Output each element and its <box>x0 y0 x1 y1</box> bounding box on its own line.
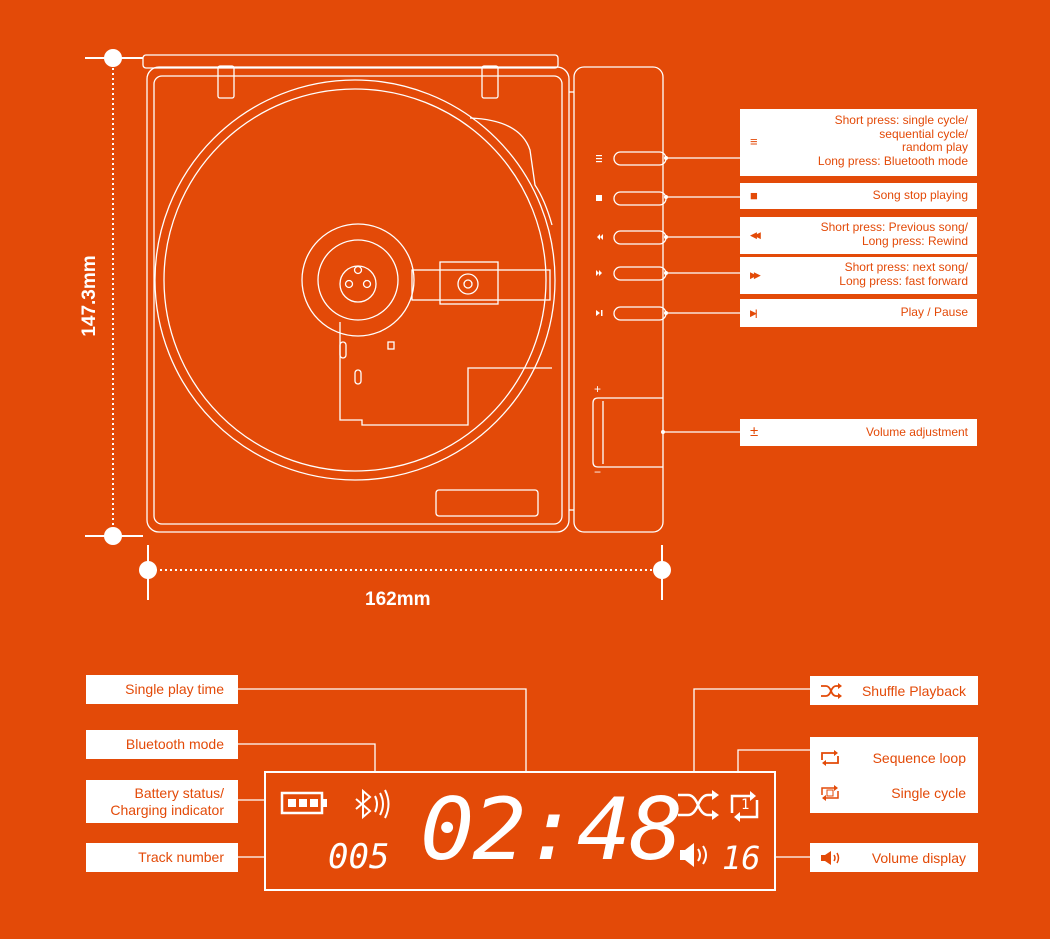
rewind-icon: ◀◀ <box>750 230 761 240</box>
volume-plus-mark: + <box>594 382 602 396</box>
fast-forward-icon: ▶▶ <box>750 270 761 280</box>
repeat-one-icon <box>821 784 839 801</box>
disc-notch <box>469 117 553 226</box>
hub-inner <box>317 239 399 321</box>
list-mode-icon: ≡ <box>750 134 758 149</box>
label-single-cycle: Single cycle <box>810 778 978 807</box>
callout-mode-line-2: sequential cycle/ <box>879 126 968 141</box>
display-window <box>435 489 539 517</box>
label-volume-display-text: Volume display <box>871 849 966 866</box>
lcd-panel <box>264 771 776 891</box>
callout-mode-line-4: Long press: Bluetooth mode <box>817 153 968 168</box>
laser-head <box>439 261 499 305</box>
label-sequence-loop-text: Sequence loop <box>872 749 966 766</box>
width-dimension: 162mm <box>365 589 431 610</box>
label-single-cycle-text: Single cycle <box>891 784 966 801</box>
volume-rocker <box>592 397 663 468</box>
callout-next-line-2: Long press: fast forward <box>839 273 968 288</box>
callout-play-pause-line-1: Play / Pause <box>900 305 968 319</box>
lid-outline <box>142 54 559 69</box>
battery-icon <box>280 791 327 815</box>
play-pause-icon: ▶|| <box>750 308 757 318</box>
label-bluetooth-mode: Bluetooth mode <box>86 730 238 759</box>
label-shuffle-playback: Shuffle Playback <box>810 676 978 705</box>
lcd-bluetooth-icon <box>355 788 390 820</box>
lcd-shuffle-icon <box>678 793 714 817</box>
disc-groove <box>163 88 547 472</box>
callout-previous: ◀◀ Short press: Previous song/ Long pres… <box>740 217 977 254</box>
label-sequence-loop: Sequence loop <box>810 743 978 772</box>
callout-mode-line-3: random play <box>901 140 968 154</box>
repeat-icon <box>821 749 839 766</box>
lid-clip-left <box>217 65 235 99</box>
lcd-time-readout: 02:48 <box>420 780 683 880</box>
callout-stop-line-1: Song stop playing <box>872 188 968 202</box>
lcd-single-cycle-icon <box>730 794 759 819</box>
lcd-volume-readout: 16 <box>722 839 761 877</box>
shuffle-icon <box>821 682 842 699</box>
callout-previous-line-2: Long press: Rewind <box>861 233 968 248</box>
laser-rail <box>411 269 551 301</box>
callout-previous-line-1: Short press: Previous song/ <box>820 220 968 234</box>
height-dimension: 147.3mm <box>79 255 100 337</box>
body-outline <box>146 66 570 533</box>
callout-volume-line-1: Volume adjustment <box>865 425 968 439</box>
label-shuffle-playback-text: Shuffle Playback <box>861 682 966 699</box>
lid-clip-right <box>481 65 499 99</box>
volume-minus-mark: − <box>594 465 602 479</box>
label-volume-display: Volume display <box>810 843 978 872</box>
callout-stop: ■ Song stop playing <box>740 183 977 209</box>
label-battery-status: Battery status/ Charging indicator <box>86 780 238 823</box>
callout-play-pause: ▶|| Play / Pause <box>740 299 977 327</box>
disc-outer <box>154 79 556 481</box>
volume-plus-minus-icon: ± <box>750 423 759 440</box>
label-single-play-time: Single play time <box>86 675 238 704</box>
callout-volume: ± Volume adjustment <box>740 419 977 446</box>
lcd-speaker-icon <box>680 843 694 867</box>
label-track-number: Track number <box>86 843 238 872</box>
body-inner <box>153 75 563 525</box>
side-panel <box>573 66 664 533</box>
callout-mode-line-1: Short press: single cycle/ <box>834 113 968 127</box>
label-loop-group <box>810 737 978 813</box>
hub-ring <box>301 223 415 337</box>
callout-mode: ≡ Short press: single cycle/ sequential … <box>740 109 977 176</box>
lcd-single-cycle-digit: 1 <box>741 797 750 813</box>
stop-icon: ■ <box>750 188 758 203</box>
speaker-icon <box>821 850 840 865</box>
lcd-track-readout: 005 <box>328 837 390 877</box>
callout-next-line-1: Short press: next song/ <box>844 260 968 274</box>
callout-next: ▶▶ Short press: next song/ Long press: f… <box>740 257 977 294</box>
